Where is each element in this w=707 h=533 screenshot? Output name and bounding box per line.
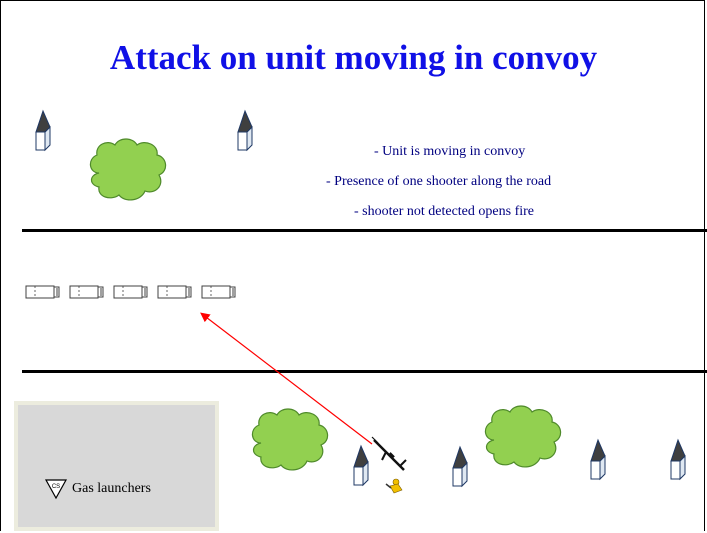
bush-icon (251, 408, 329, 471)
svg-text:CS: CS (52, 484, 60, 490)
bullet-item: - Presence of one shooter along the road (326, 174, 552, 189)
house-icon (590, 439, 606, 480)
road-edge-bottom (22, 370, 707, 373)
legend-label: Gas launchers (72, 481, 151, 496)
gas-launcher-triangle-icon: CS (44, 479, 68, 500)
vehicle-icon (25, 285, 60, 299)
vehicle-icon (69, 285, 104, 299)
house-icon (35, 110, 51, 151)
rifle-icon (371, 436, 407, 471)
road-edge-top (22, 229, 707, 232)
house-icon (353, 445, 369, 486)
vehicle-icon (113, 285, 148, 299)
bush-icon (484, 405, 562, 468)
house-icon (670, 439, 686, 480)
house-icon (237, 110, 253, 151)
fire-arrow (200, 312, 373, 445)
vehicle-icon (201, 285, 236, 299)
slide-title: Attack on unit moving in convoy (109, 38, 598, 77)
house-icon (452, 446, 468, 487)
vehicle-icon (157, 285, 192, 299)
bullet-item: - Unit is moving in convoy (374, 144, 526, 159)
legend-box (14, 401, 219, 531)
bush-icon (89, 138, 167, 201)
bullet-item: - shooter not detected opens fire (354, 204, 534, 219)
shooter-icon (385, 478, 403, 494)
